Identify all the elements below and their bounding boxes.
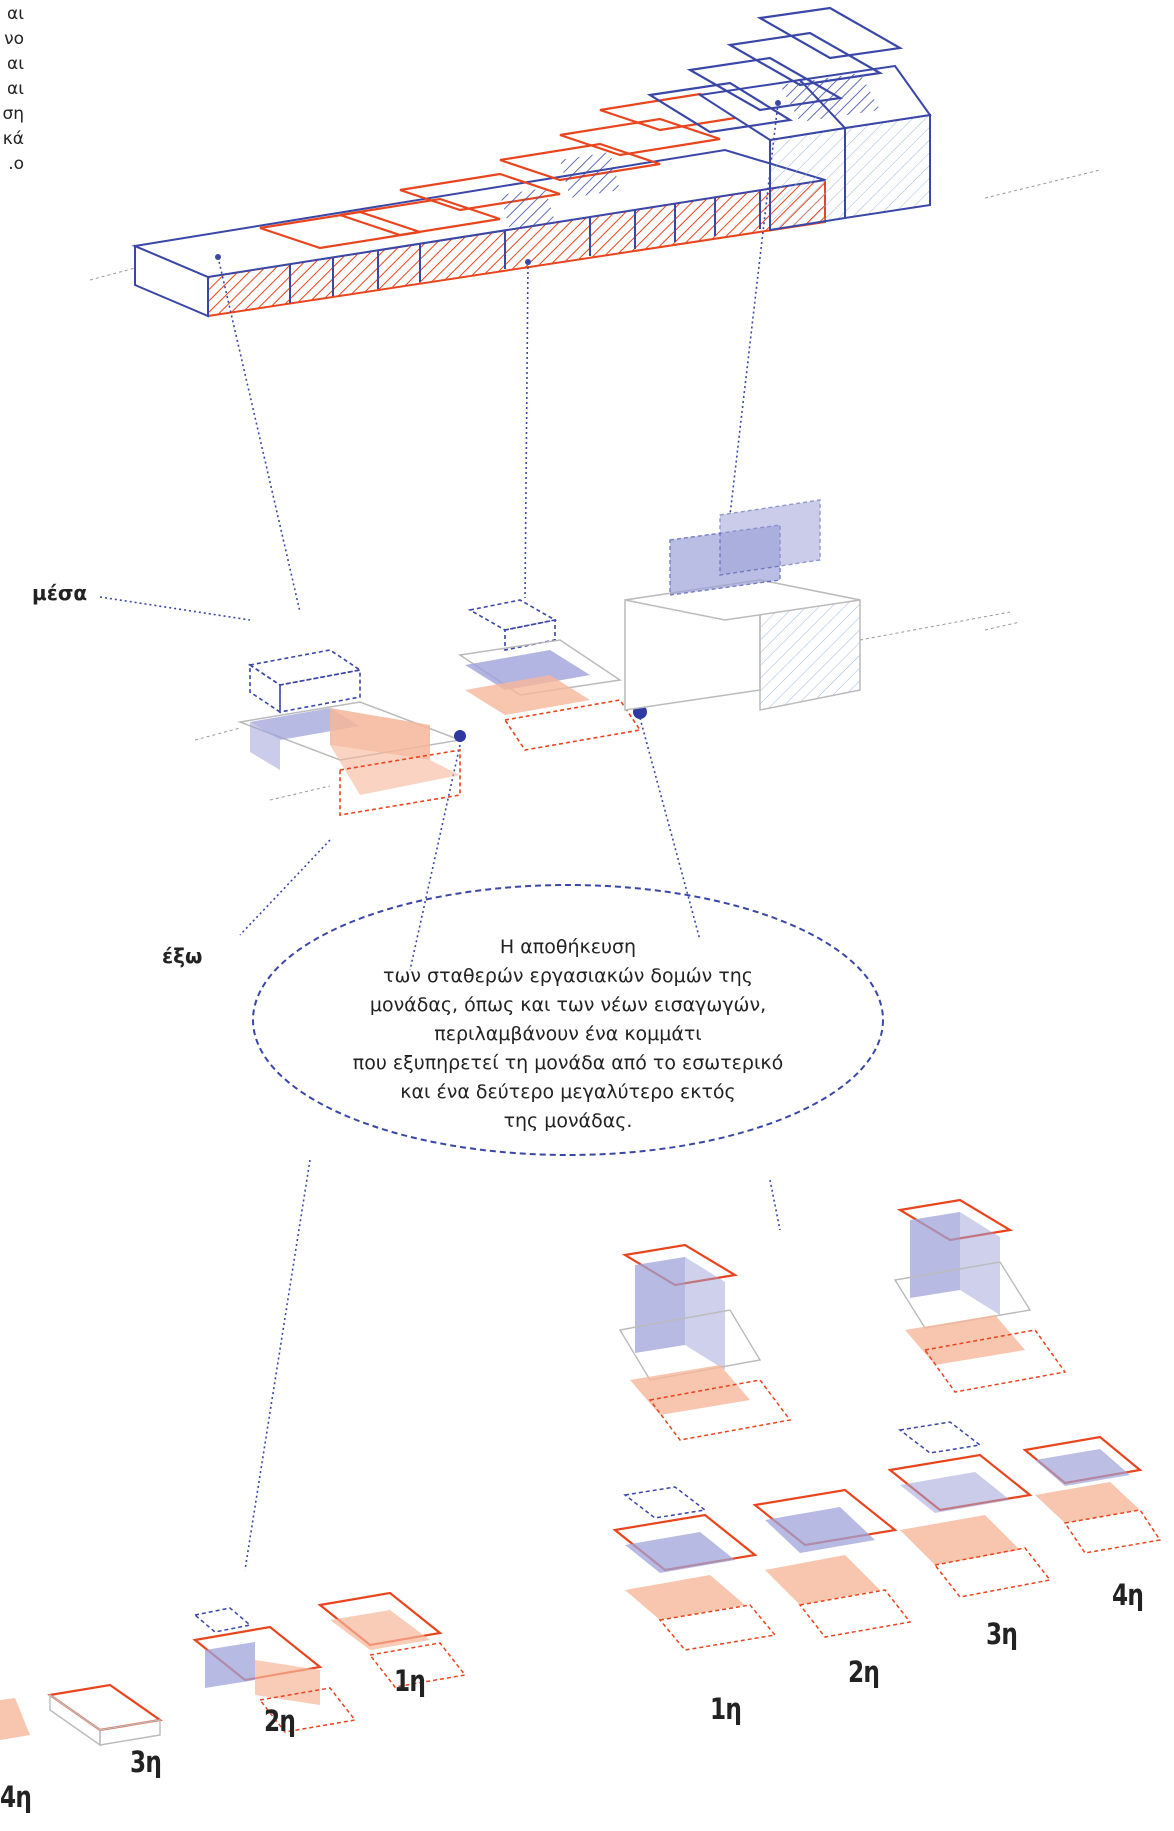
- side-text-line: ση: [2, 104, 24, 124]
- side-text-line: αι: [7, 54, 24, 74]
- step-right-2: 2η: [848, 1655, 880, 1689]
- ground-lines: [89, 169, 1101, 801]
- side-text-fragments: αι νο αι αι ση κά ο.: [0, 2, 24, 177]
- step-right-1: 1η: [710, 1692, 742, 1726]
- callout-line: περιλαμβάνουν ένα κομμάτι: [434, 1023, 702, 1045]
- units-right-row: [612, 1421, 1162, 1651]
- side-text-line: ο.: [8, 154, 24, 174]
- units-left-row: [0, 1591, 467, 1747]
- side-text-line: νο: [4, 29, 24, 49]
- unit-left-middle: [237, 649, 466, 816]
- callout-line: Η αποθήκευση: [499, 936, 637, 958]
- callout-line: των σταθερών εργασιακών δομών της: [383, 965, 753, 987]
- side-text-line: αι: [7, 79, 24, 99]
- step-right-4: 4η: [1112, 1578, 1144, 1612]
- step-right-3: 3η: [986, 1617, 1018, 1651]
- step-left-3: 3η: [130, 1745, 162, 1779]
- side-text-line: κά: [2, 129, 24, 149]
- top-strip-axonometric: [131, 6, 932, 318]
- step-left-4: 4η: [0, 1780, 32, 1814]
- connector-lines: [99, 102, 781, 1571]
- callout-line: μονάδας, όπως και των νέων εισαγωγών,: [369, 994, 767, 1016]
- step-left-1: 1η: [394, 1664, 426, 1698]
- unit-right-big-block: [624, 499, 1011, 711]
- callout-text: Η αποθήκευση των σταθερών εργασιακών δομ…: [278, 933, 858, 1136]
- callout-line: της μονάδας.: [503, 1110, 633, 1132]
- callout-bubble: [252, 884, 884, 1156]
- label-outside: έξω: [162, 944, 203, 968]
- side-text-line: αι: [7, 4, 24, 24]
- callout-line: που εξυπηρετεί τη μονάδα από το εσωτερικ…: [352, 1052, 784, 1074]
- units-right-tall: [618, 1198, 1067, 1441]
- label-inside: μέσα: [32, 581, 88, 605]
- step-left-2: 2η: [264, 1704, 296, 1738]
- unit-center-middle: [457, 599, 647, 751]
- callout-line: και ένα δεύτερο μεγαλύτερο εκτός: [400, 1081, 736, 1103]
